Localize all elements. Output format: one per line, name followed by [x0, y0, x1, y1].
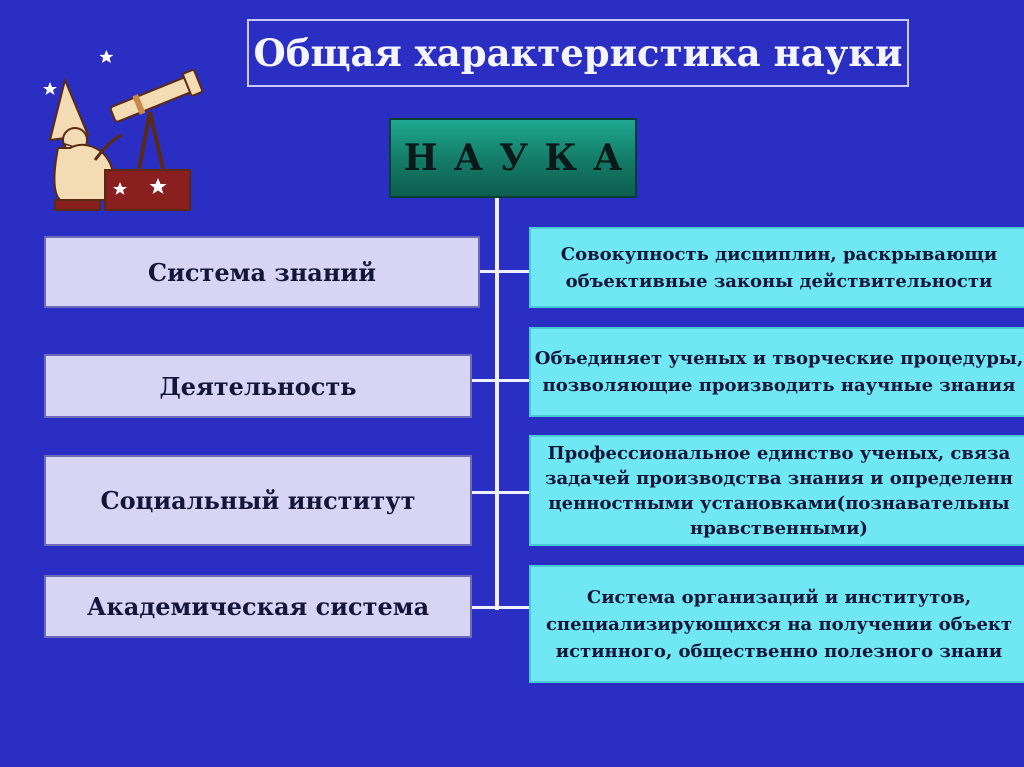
connector-left-1: [480, 270, 497, 273]
description-box-activity: Объединяет ученых и творческие процедуры…: [529, 327, 1024, 417]
page-title-text: Общая характеристика науки: [253, 31, 903, 75]
page-title: Общая характеристика науки: [247, 19, 909, 87]
description-box-academic-system: Система организаций и институтов, специа…: [529, 565, 1024, 683]
wizard-with-telescope-icon: [43, 50, 204, 211]
description-line: Профессиональное единство ученых, связа: [547, 442, 1011, 464]
description-line: ценностными установками(познавательны: [548, 492, 1010, 514]
connector-left-2: [472, 379, 497, 382]
connector-right-4: [497, 606, 529, 609]
aspect-box-activity: Деятельность: [44, 354, 472, 418]
description-line: Совокупность дисциплин, раскрывающи: [560, 243, 998, 265]
description-line: нравственными): [690, 517, 868, 539]
aspect-box-academic-system: Академическая система: [44, 575, 472, 638]
description-line: истинного, общественно полезного знани: [555, 640, 1003, 662]
connector-left-3: [472, 491, 497, 494]
connector-left-4: [472, 606, 497, 609]
connector-right-1: [497, 270, 529, 273]
aspect-label: Деятельность: [159, 371, 357, 401]
description-line: Система организаций и институтов,: [586, 586, 972, 608]
description-line: специализирующихся на получении объект: [545, 613, 1013, 635]
description-box-social-institute: Профессиональное единство ученых, связа …: [529, 435, 1024, 546]
connector-right-2: [497, 379, 529, 382]
description-line: Объединяет ученых и творческие процедуры…: [534, 348, 1024, 369]
description-line: задачей производства знания и определенн: [545, 467, 1013, 489]
connector-trunk: [495, 198, 499, 610]
aspect-label: Академическая система: [86, 592, 430, 621]
description-line: объективные законы действительности: [565, 270, 993, 292]
center-node: НАУКА: [389, 118, 637, 198]
connector-right-3: [497, 491, 529, 494]
description-line: позволяющие производить научные знания: [542, 375, 1016, 396]
center-node-label: НАУКА: [403, 137, 639, 179]
aspect-box-social-institute: Социальный институт: [44, 455, 472, 546]
description-box-knowledge-system: Совокупность дисциплин, раскрывающи объе…: [529, 227, 1024, 308]
aspect-label: Социальный институт: [100, 486, 416, 515]
aspect-label: Система знаний: [147, 257, 376, 287]
aspect-box-knowledge-system: Система знаний: [44, 236, 480, 308]
